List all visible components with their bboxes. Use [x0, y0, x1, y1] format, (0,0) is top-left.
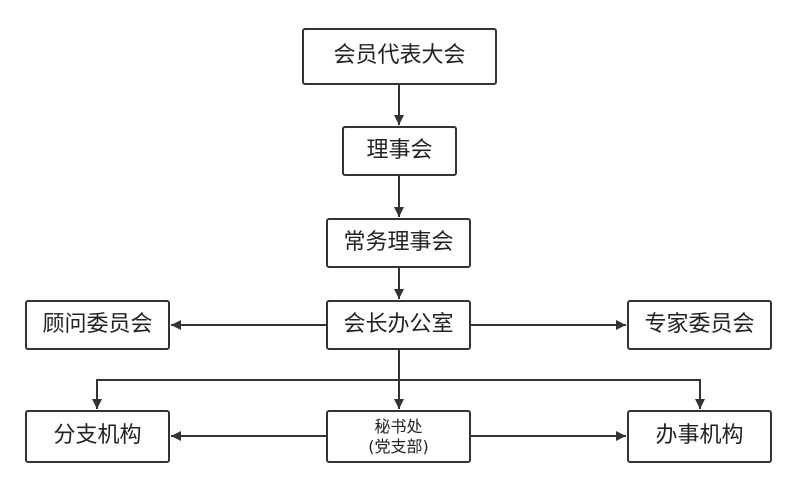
node-president-office: 会长办公室 [326, 300, 471, 350]
node-label: 理事会 [366, 137, 433, 163]
arrow-president-office-to-offices [399, 379, 705, 409]
node-label: 常务理事会 [343, 229, 454, 255]
node-label: 分支机构 [53, 423, 142, 449]
node-council: 理事会 [342, 126, 457, 176]
arrow-president-office-to-branches [92, 379, 399, 409]
node-label: 会长办公室 [343, 311, 454, 337]
node-branches: 分支机构 [25, 410, 170, 463]
node-secretariat: 秘书处 (党支部) [326, 410, 471, 463]
node-expert-committee: 专家委员会 [627, 300, 772, 350]
node-label-line-2: (党支部) [368, 436, 429, 456]
node-label: 顾问委员会 [42, 311, 153, 337]
node-congress: 会员代表大会 [302, 28, 497, 85]
node-label-line-1: 秘书处 [374, 416, 423, 436]
node-label: 专家委员会 [644, 311, 755, 337]
node-label: 办事机构 [655, 423, 744, 449]
node-standing-council: 常务理事会 [326, 218, 471, 268]
node-offices: 办事机构 [627, 410, 772, 463]
node-label: 会员代表大会 [333, 43, 466, 69]
node-advisory-committee: 顾问委员会 [25, 300, 170, 350]
